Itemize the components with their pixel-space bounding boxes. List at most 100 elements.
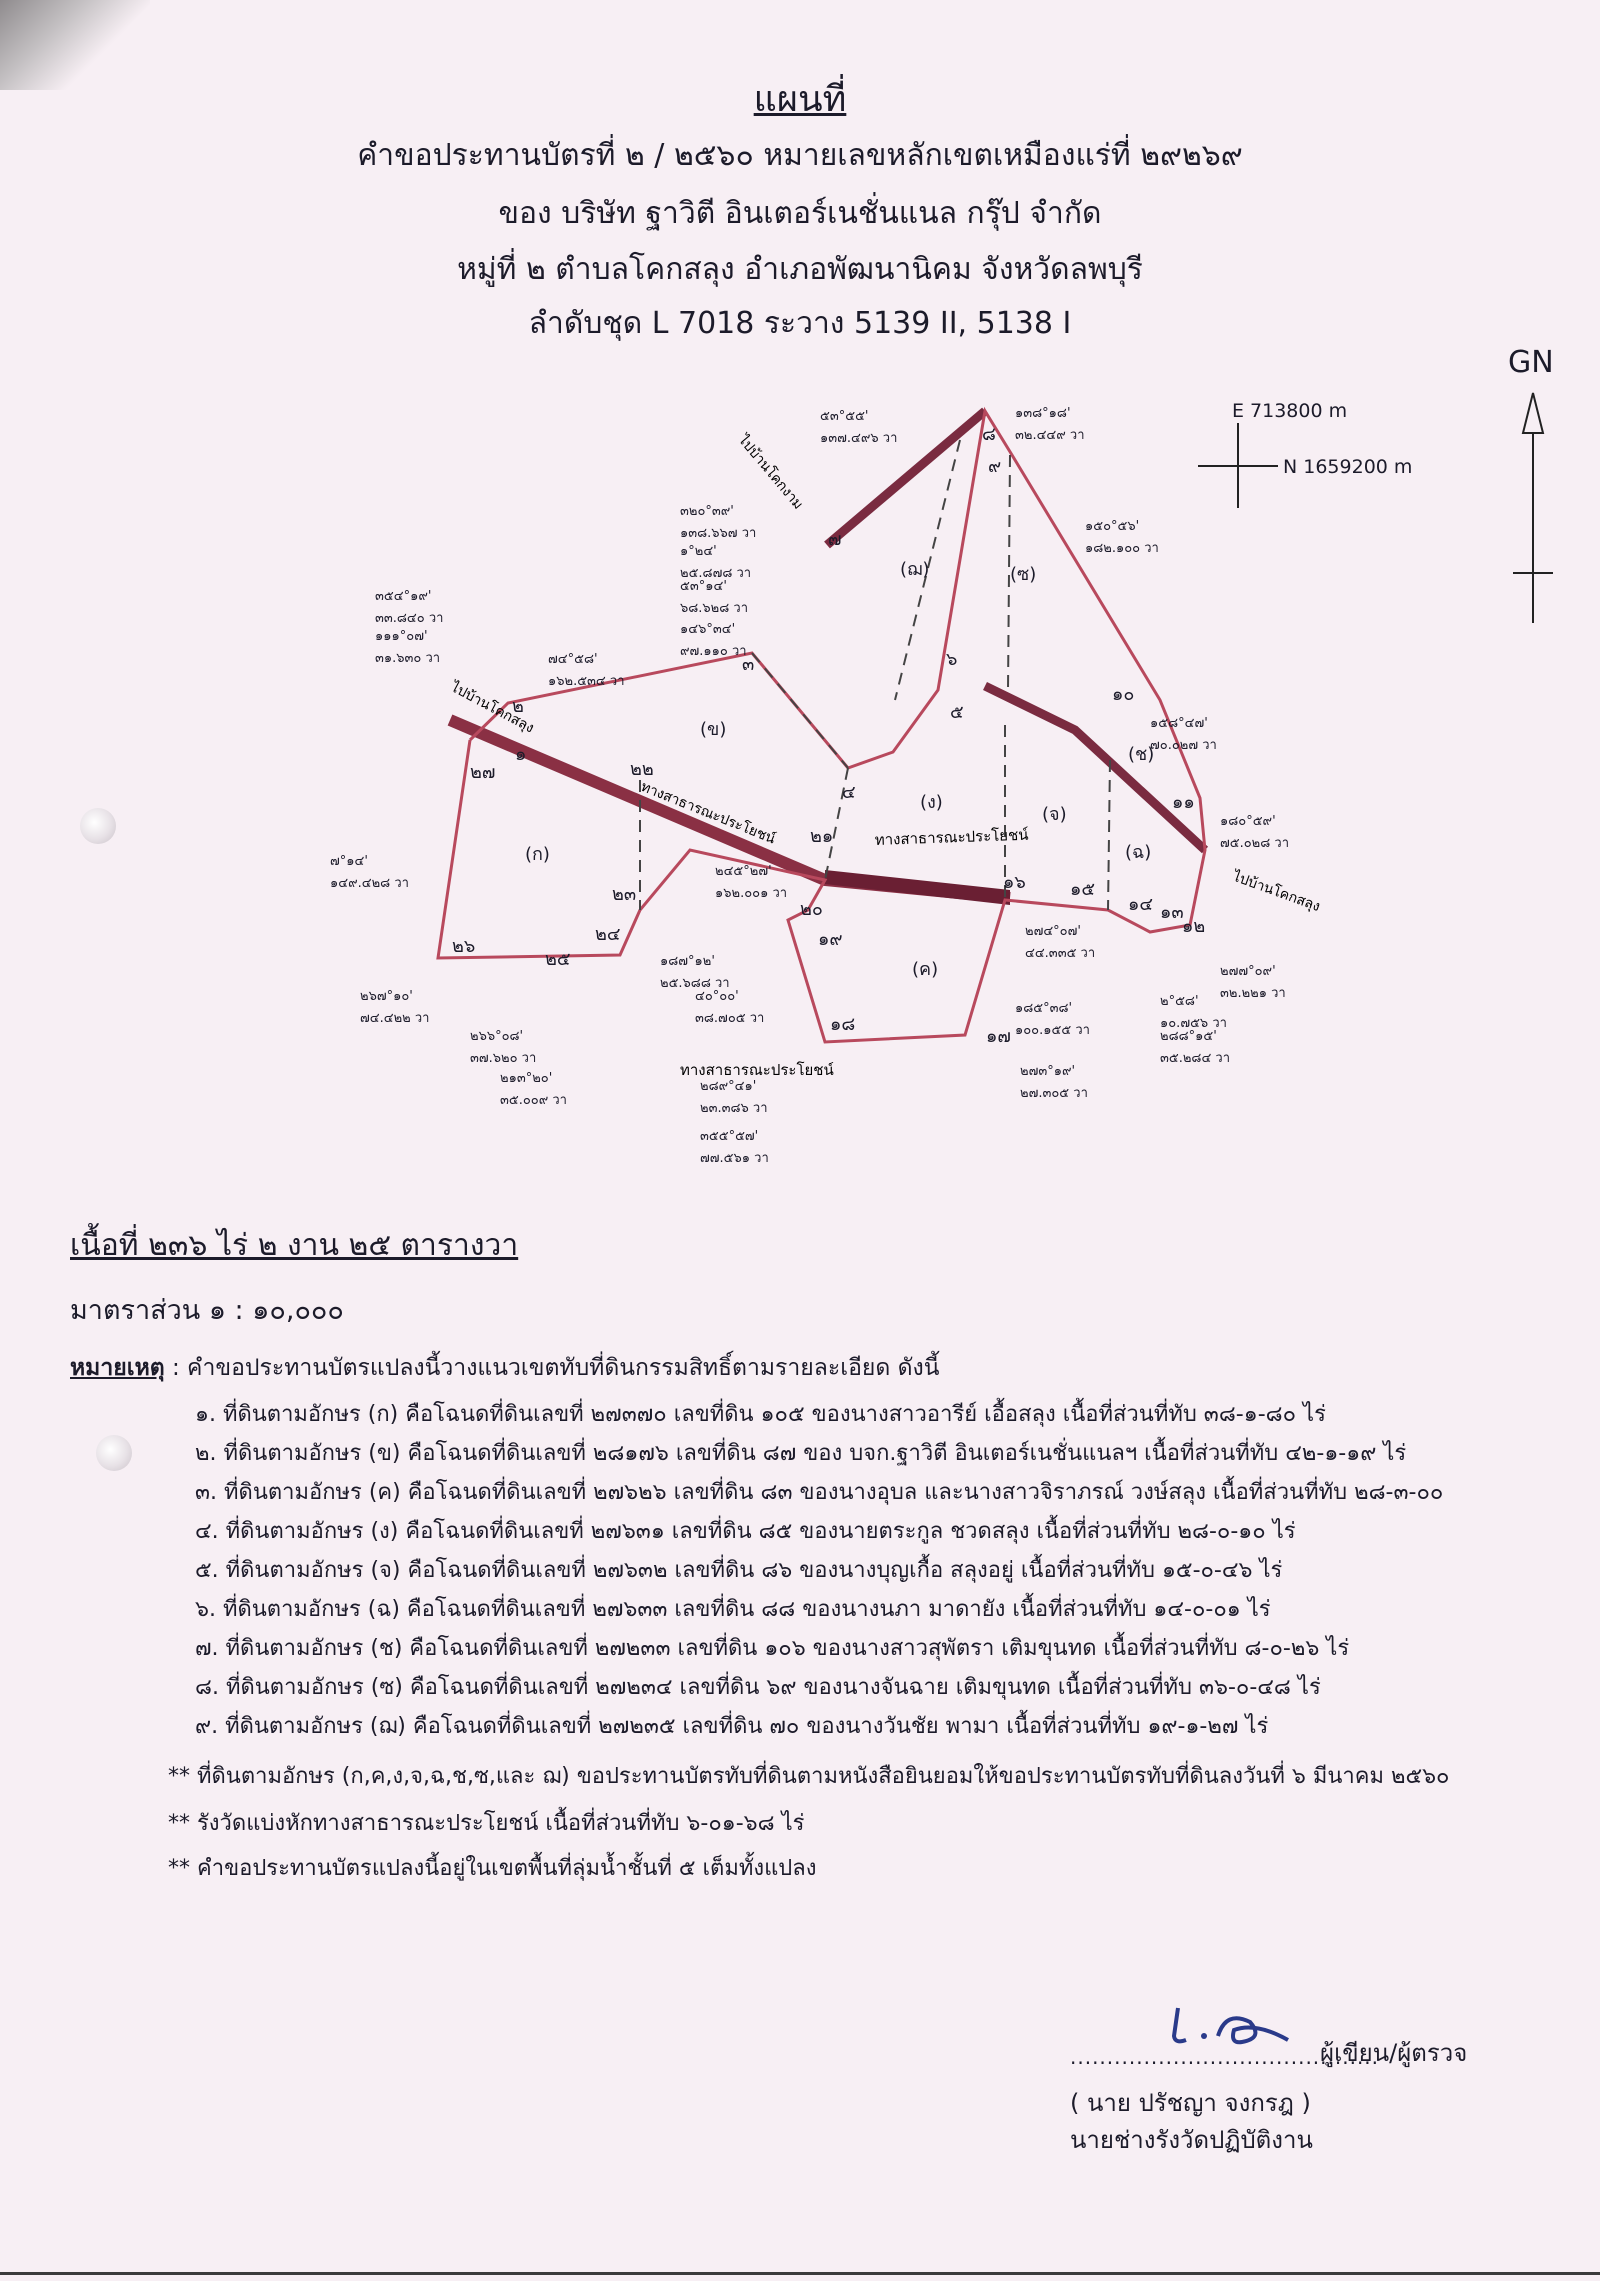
application-line: คำขอประทานบัตรที่ ๒ / ๒๕๖๐ หมายเลขหลักเข… — [357, 138, 1243, 173]
point-label: ๑๖ — [1003, 872, 1026, 893]
point-label: ๑๒ — [1182, 916, 1205, 937]
point-label: ๓ — [742, 654, 754, 675]
bearing-label: ๓๕๔°๑๙' — [375, 589, 431, 604]
signature-mark — [1171, 2007, 1289, 2045]
scan-shadow — [0, 0, 150, 90]
remark-item: ๔. ที่ดินตามอักษร (ง) คือโฉนดที่ดินเลขที… — [195, 1519, 1296, 1544]
point-label: ๒๑ — [810, 826, 833, 847]
parcel-label: (ฉ) — [1125, 842, 1151, 863]
bearing-label: ๕๓°๑๔' — [680, 579, 727, 594]
svg-text:ทางสาธารณะประโยชน์: ทางสาธารณะประโยชน์ — [875, 826, 1029, 849]
parcel-label: (ฌ) — [900, 559, 929, 580]
parcel-boundary — [436, 406, 1207, 1044]
star-note: ** รังวัดแบ่งหักทางสาธารณะประโยชน์ เนื้อ… — [168, 1811, 805, 1836]
punch-hole — [96, 1435, 132, 1471]
sheet-line: ลำดับชุด L 7018 ระวาง 5139 II, 5138 I — [528, 306, 1072, 341]
bearing-label: ๑°๒๔' — [680, 544, 717, 559]
remark-label: หมายเหตุ — [70, 1355, 165, 1381]
bearing-label: ๒๗๗°๐๙' — [1220, 964, 1276, 979]
bearing-label: ๓๑.๖๓๐ วา — [375, 651, 440, 666]
parcel-label: (ซ) — [1010, 564, 1036, 585]
bearing-label: ๒๖๖°๐๘' — [470, 1029, 523, 1044]
page-bottom-rule — [0, 2272, 1600, 2275]
north-label: GN — [1508, 345, 1554, 380]
bearing-label: ๑๘๕°๓๘' — [1015, 1001, 1072, 1016]
company-line: ของ บริษัท ฐาวิตี อินเตอร์เนชั่นแนล กรุ๊… — [498, 196, 1102, 231]
point-label: ๑ — [515, 744, 526, 765]
remark-item: ๑. ที่ดินตามอักษร (ก) คือโฉนดที่ดินเลขที… — [195, 1402, 1326, 1427]
svg-text:ไปบ้านโคกสลุง: ไปบ้านโคกสลุง — [1230, 867, 1323, 915]
signature-line: ........................................… — [1070, 2045, 1380, 2069]
bearing-label: ๗๐.๐๒๗ วา — [1150, 738, 1217, 753]
easting-label: E 713800 m — [1232, 400, 1348, 422]
area-total: เนื้อที่ ๒๓๖ ไร่ ๒ งาน ๒๕ ตารางวา — [70, 1228, 519, 1263]
bearing-label: ๑๓๘°๑๘' — [1015, 406, 1071, 421]
bearing-label: ๒๓.๓๘๖ วา — [700, 1101, 768, 1116]
signer-position: นายช่างรังวัดปฏิบัติงาน — [1070, 2126, 1313, 2154]
bearing-label: ๙๗.๑๑๐ วา — [680, 644, 747, 659]
bearing-label: ๒๕.๘๗๘ วา — [680, 566, 751, 581]
point-label: ๑๐ — [1112, 684, 1134, 705]
point-label: ๑๑ — [1172, 792, 1195, 813]
bearing-label: ๒๖๗°๑๐' — [360, 989, 413, 1004]
bearing-label: ๑๕๐°๕๖' — [1085, 519, 1139, 534]
bearing-label: ๑๔๙.๔๒๘ วา — [330, 876, 409, 891]
bearing-label: ๓๗.๖๒๐ วา — [470, 1051, 536, 1066]
bearing-label: ๑๖๒.๕๓๔ วา — [548, 674, 625, 689]
parcel-label: (ง) — [920, 792, 943, 813]
remark-item: ๒. ที่ดินตามอักษร (ข) คือโฉนดที่ดินเลขที… — [195, 1441, 1407, 1466]
point-label: ๒๔ — [595, 924, 621, 945]
point-label: ๒๓ — [612, 884, 636, 905]
bearing-label: ๖๘.๖๒๘ วา — [680, 601, 748, 616]
bearing-label: ๑๔๖°๓๔' — [680, 622, 735, 637]
bearing-label: ๑๕๘°๔๗' — [1150, 716, 1208, 731]
remark-item: ๘. ที่ดินตามอักษร (ซ) คือโฉนดที่ดินเลขที… — [195, 1675, 1321, 1700]
bearing-label: ๑๘๒.๑๐๐ วา — [1085, 541, 1159, 556]
bearing-label: ๒๔๕°๒๗' — [715, 864, 772, 879]
point-label: ๑๗ — [986, 1026, 1011, 1047]
bearing-label: ๗๔°๕๘' — [548, 652, 598, 667]
bearing-label: ๑๐๐.๑๕๕ วา — [1015, 1023, 1090, 1038]
northing-label: N 1659200 m — [1283, 456, 1413, 478]
location-line: หมู่ที่ ๒ ตำบลโคกสลุง อำเภอพัฒนานิคม จัง… — [457, 252, 1143, 287]
bearing-label: ๕๓°๕๕' — [820, 409, 868, 424]
star-note: ** ที่ดินตามอักษร (ก,ค,ง,จ,ฉ,ช,ซ,และ ฌ) … — [168, 1764, 1450, 1789]
point-label: ๙ — [988, 456, 1001, 477]
point-label: ๒๐ — [800, 899, 823, 920]
bearing-label: ๔๐°๐๐' — [695, 989, 739, 1004]
punch-hole — [80, 808, 116, 844]
remark-heading: หมายเหตุ : คำขอประทานบัตรแปลงนี้วางแนวเข… — [70, 1350, 940, 1386]
remark-item: ๓. ที่ดินตามอักษร (ค) คือโฉนดที่ดินเลขที… — [195, 1480, 1444, 1505]
bearing-label: ๒๗.๓๐๕ วา — [1020, 1086, 1088, 1101]
point-label: ๘ — [982, 424, 996, 445]
point-label: ๑๓ — [1160, 902, 1184, 923]
point-label: ๒ — [512, 696, 524, 717]
remark-intro: : คำขอประทานบัตรแปลงนี้วางแนวเขตทับที่ดิ… — [164, 1355, 940, 1381]
bearing-label: ๑๓๗.๔๙๖ วา — [820, 431, 897, 446]
bearing-label: ๓๕.๐๐๙ วา — [500, 1093, 567, 1108]
parcel-label: (จ) — [1042, 804, 1067, 825]
bearing-label: ๒๘๙°๔๑' — [700, 1079, 756, 1094]
point-label: ๔ — [842, 782, 856, 803]
point-label: ๑๔ — [1128, 894, 1153, 915]
point-label: ๑๘ — [830, 1014, 855, 1035]
bearing-label: ๑๘๗°๑๒' — [660, 954, 715, 969]
bearing-label: ๒๗๓°๑๙' — [1020, 1064, 1075, 1079]
bearing-label: ๒๗๔°๐๗' — [1025, 924, 1081, 939]
svg-text:ไปบ้านโคกงาม: ไปบ้านโคกงาม — [734, 431, 807, 513]
bearing-label: ๓๓.๘๔๐ วา — [375, 611, 443, 626]
bearing-label: ๓๕.๒๘๔ วา — [1160, 1051, 1230, 1066]
parcel-label: (ค) — [912, 959, 938, 980]
north-arrow-icon — [1513, 392, 1553, 623]
bearing-label: ๑๓๘.๖๖๗ วา — [680, 526, 756, 541]
bearing-label: ๑๑๑°๐๗' — [375, 629, 428, 644]
bearing-label: ๑๐.๗๕๖ วา — [1160, 1016, 1227, 1031]
bearing-label: ๗๗.๕๖๑ วา — [700, 1151, 769, 1166]
bearing-label: ๒°๕๘' — [1160, 994, 1199, 1009]
bearing-label: ๒๕.๖๘๘ วา — [660, 976, 730, 991]
signer-name: ( นาย ปรัชญา จงกรฎ ) — [1070, 2089, 1311, 2117]
svg-text:ทางสาธารณะประโยชน์: ทางสาธารณะประโยชน์ — [680, 1061, 834, 1079]
bearing-label: ๒๘๘°๑๕' — [1160, 1029, 1217, 1044]
remark-item: ๙. ที่ดินตามอักษร (ฌ) คือโฉนดที่ดินเลขที… — [195, 1714, 1269, 1739]
bearing-label: ๓๕๕°๕๗' — [700, 1129, 758, 1144]
